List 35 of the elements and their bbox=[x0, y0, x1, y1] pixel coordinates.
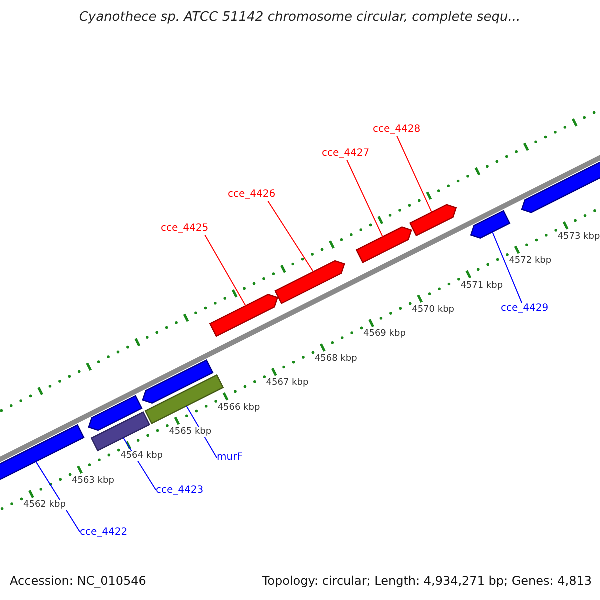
title: Cyanothece sp. ATCC 51142 chromosome circular, complete sequ... bbox=[78, 10, 522, 25]
position-label: 4567 kbp bbox=[265, 378, 310, 388]
gene-label: murF bbox=[217, 452, 243, 464]
position-label: 4570 kbp bbox=[411, 304, 456, 315]
leader-line bbox=[396, 136, 432, 213]
gene-label: cce_4427 bbox=[322, 148, 370, 160]
leader-line bbox=[492, 232, 522, 304]
gene-label: cce_4428 bbox=[373, 124, 421, 136]
gene-label: cce_4425 bbox=[161, 223, 209, 235]
gene-feature bbox=[470, 210, 511, 239]
gene-feature bbox=[88, 395, 143, 432]
gene-feature bbox=[356, 226, 412, 264]
gene-feature bbox=[90, 412, 150, 452]
leader-line bbox=[346, 160, 384, 238]
gene-label: cce_4422 bbox=[80, 527, 128, 539]
gene-feature bbox=[209, 294, 278, 338]
position-label: 4573 kbp bbox=[556, 232, 600, 242]
gene-label: cce_4423 bbox=[156, 485, 204, 497]
position-label: 4569 kbp bbox=[362, 329, 407, 340]
position-label: 4565 kbp bbox=[168, 427, 213, 437]
position-label: 4564 kbp bbox=[120, 451, 164, 462]
gene-feature bbox=[274, 260, 346, 304]
position-label: 4571 kbp bbox=[460, 280, 504, 290]
position-label: 4566 kbp bbox=[216, 402, 262, 413]
position-label: 4562 kbp bbox=[22, 500, 67, 510]
position-label: 4572 kbp bbox=[508, 256, 553, 266]
gene-feature bbox=[410, 204, 458, 237]
leader-line bbox=[204, 234, 246, 306]
gene-feature bbox=[142, 360, 214, 404]
genome-info-text: Topology: circular; Length: 4,934,271 bp; Genes: 4,813 bbox=[262, 574, 592, 588]
position-label: 4568 kbp bbox=[314, 354, 358, 364]
accession-text: Accession: NC_010546 bbox=[10, 574, 146, 588]
position-label: 4563 kbp bbox=[71, 476, 116, 486]
gene-label: cce_4426 bbox=[228, 189, 276, 201]
gene-label: cce_4429 bbox=[501, 303, 549, 315]
